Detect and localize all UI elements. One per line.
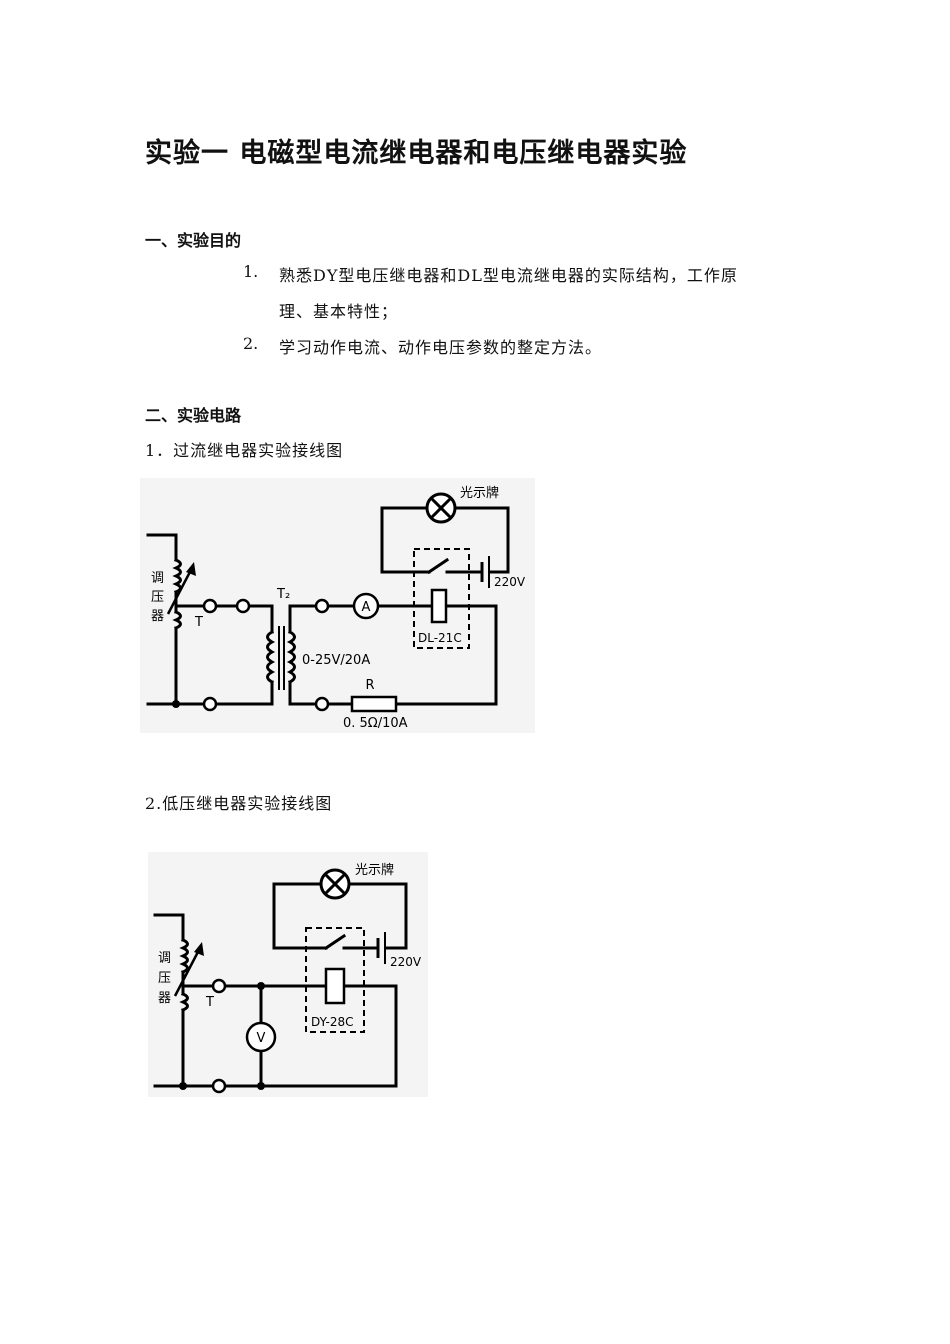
- figure-caption-undervoltage: 2.低压继电器实验接线图: [145, 794, 333, 813]
- overcurrent-wiring-diagram: 光示牌 220V 调 压 器 T T₂ A DL-21C 0-25V/20A R…: [140, 478, 535, 733]
- lamp-label: 光示牌: [460, 485, 499, 501]
- relay-enclosure: [305, 927, 365, 1033]
- lamp-label: 光示牌: [355, 862, 394, 878]
- relay-label: DL-21C: [418, 631, 462, 645]
- t2-label: T₂: [276, 587, 290, 602]
- page-title: 实验一 电磁型电流继电器和电压继电器实验: [145, 138, 688, 169]
- list-item-text: 熟悉DY型电压继电器和DL型电流继电器的实际结构，工作原: [279, 266, 738, 285]
- section-heading-purpose: 一、实验目的: [145, 231, 242, 250]
- indicator-lamp-icon: [319, 868, 351, 900]
- relay-label: DY-28C: [311, 1015, 353, 1029]
- list-item-number: 1.: [243, 262, 259, 281]
- t-label: T: [205, 995, 214, 1010]
- regulator-char: 器: [158, 991, 171, 1006]
- transformer-rating: 0-25V/20A: [302, 653, 370, 668]
- resistor-rating: 0. 5Ω/10A: [343, 716, 408, 731]
- section-heading-circuit: 二、实验电路: [145, 406, 242, 425]
- indicator-lamp-icon: [425, 492, 457, 524]
- regulator-char: 压: [158, 971, 171, 986]
- list-item-text-continued: 理、基本特性；: [279, 302, 399, 321]
- regulator-char: 调: [158, 951, 171, 966]
- relay-coil-icon: [430, 588, 448, 624]
- resistor-label: R: [365, 678, 374, 693]
- voltmeter-icon: [245, 1021, 277, 1053]
- ammeter-icon: [352, 592, 380, 620]
- relay-coil-icon: [324, 967, 346, 1005]
- figure-caption-overcurrent: 1．过流继电器实验接线图: [145, 441, 344, 460]
- regulator-char: 调: [151, 571, 164, 586]
- regulator-char: 器: [151, 609, 164, 624]
- relay-enclosure: [413, 548, 470, 649]
- undervoltage-wiring-diagram: 光示牌 220V 调 压 器 T V DY-28C: [148, 852, 428, 1097]
- regulator-char: 压: [151, 590, 164, 605]
- resistor-icon: [350, 695, 398, 713]
- t-label: T: [194, 615, 203, 630]
- list-item-text: 学习动作电流、动作电压参数的整定方法。: [279, 338, 603, 357]
- voltmeter-symbol: V: [257, 1031, 266, 1046]
- dc-voltage-label: 220V: [390, 955, 422, 969]
- ammeter-symbol: A: [362, 600, 371, 615]
- list-item-number: 2.: [243, 334, 259, 353]
- dc-voltage-label: 220V: [494, 575, 526, 589]
